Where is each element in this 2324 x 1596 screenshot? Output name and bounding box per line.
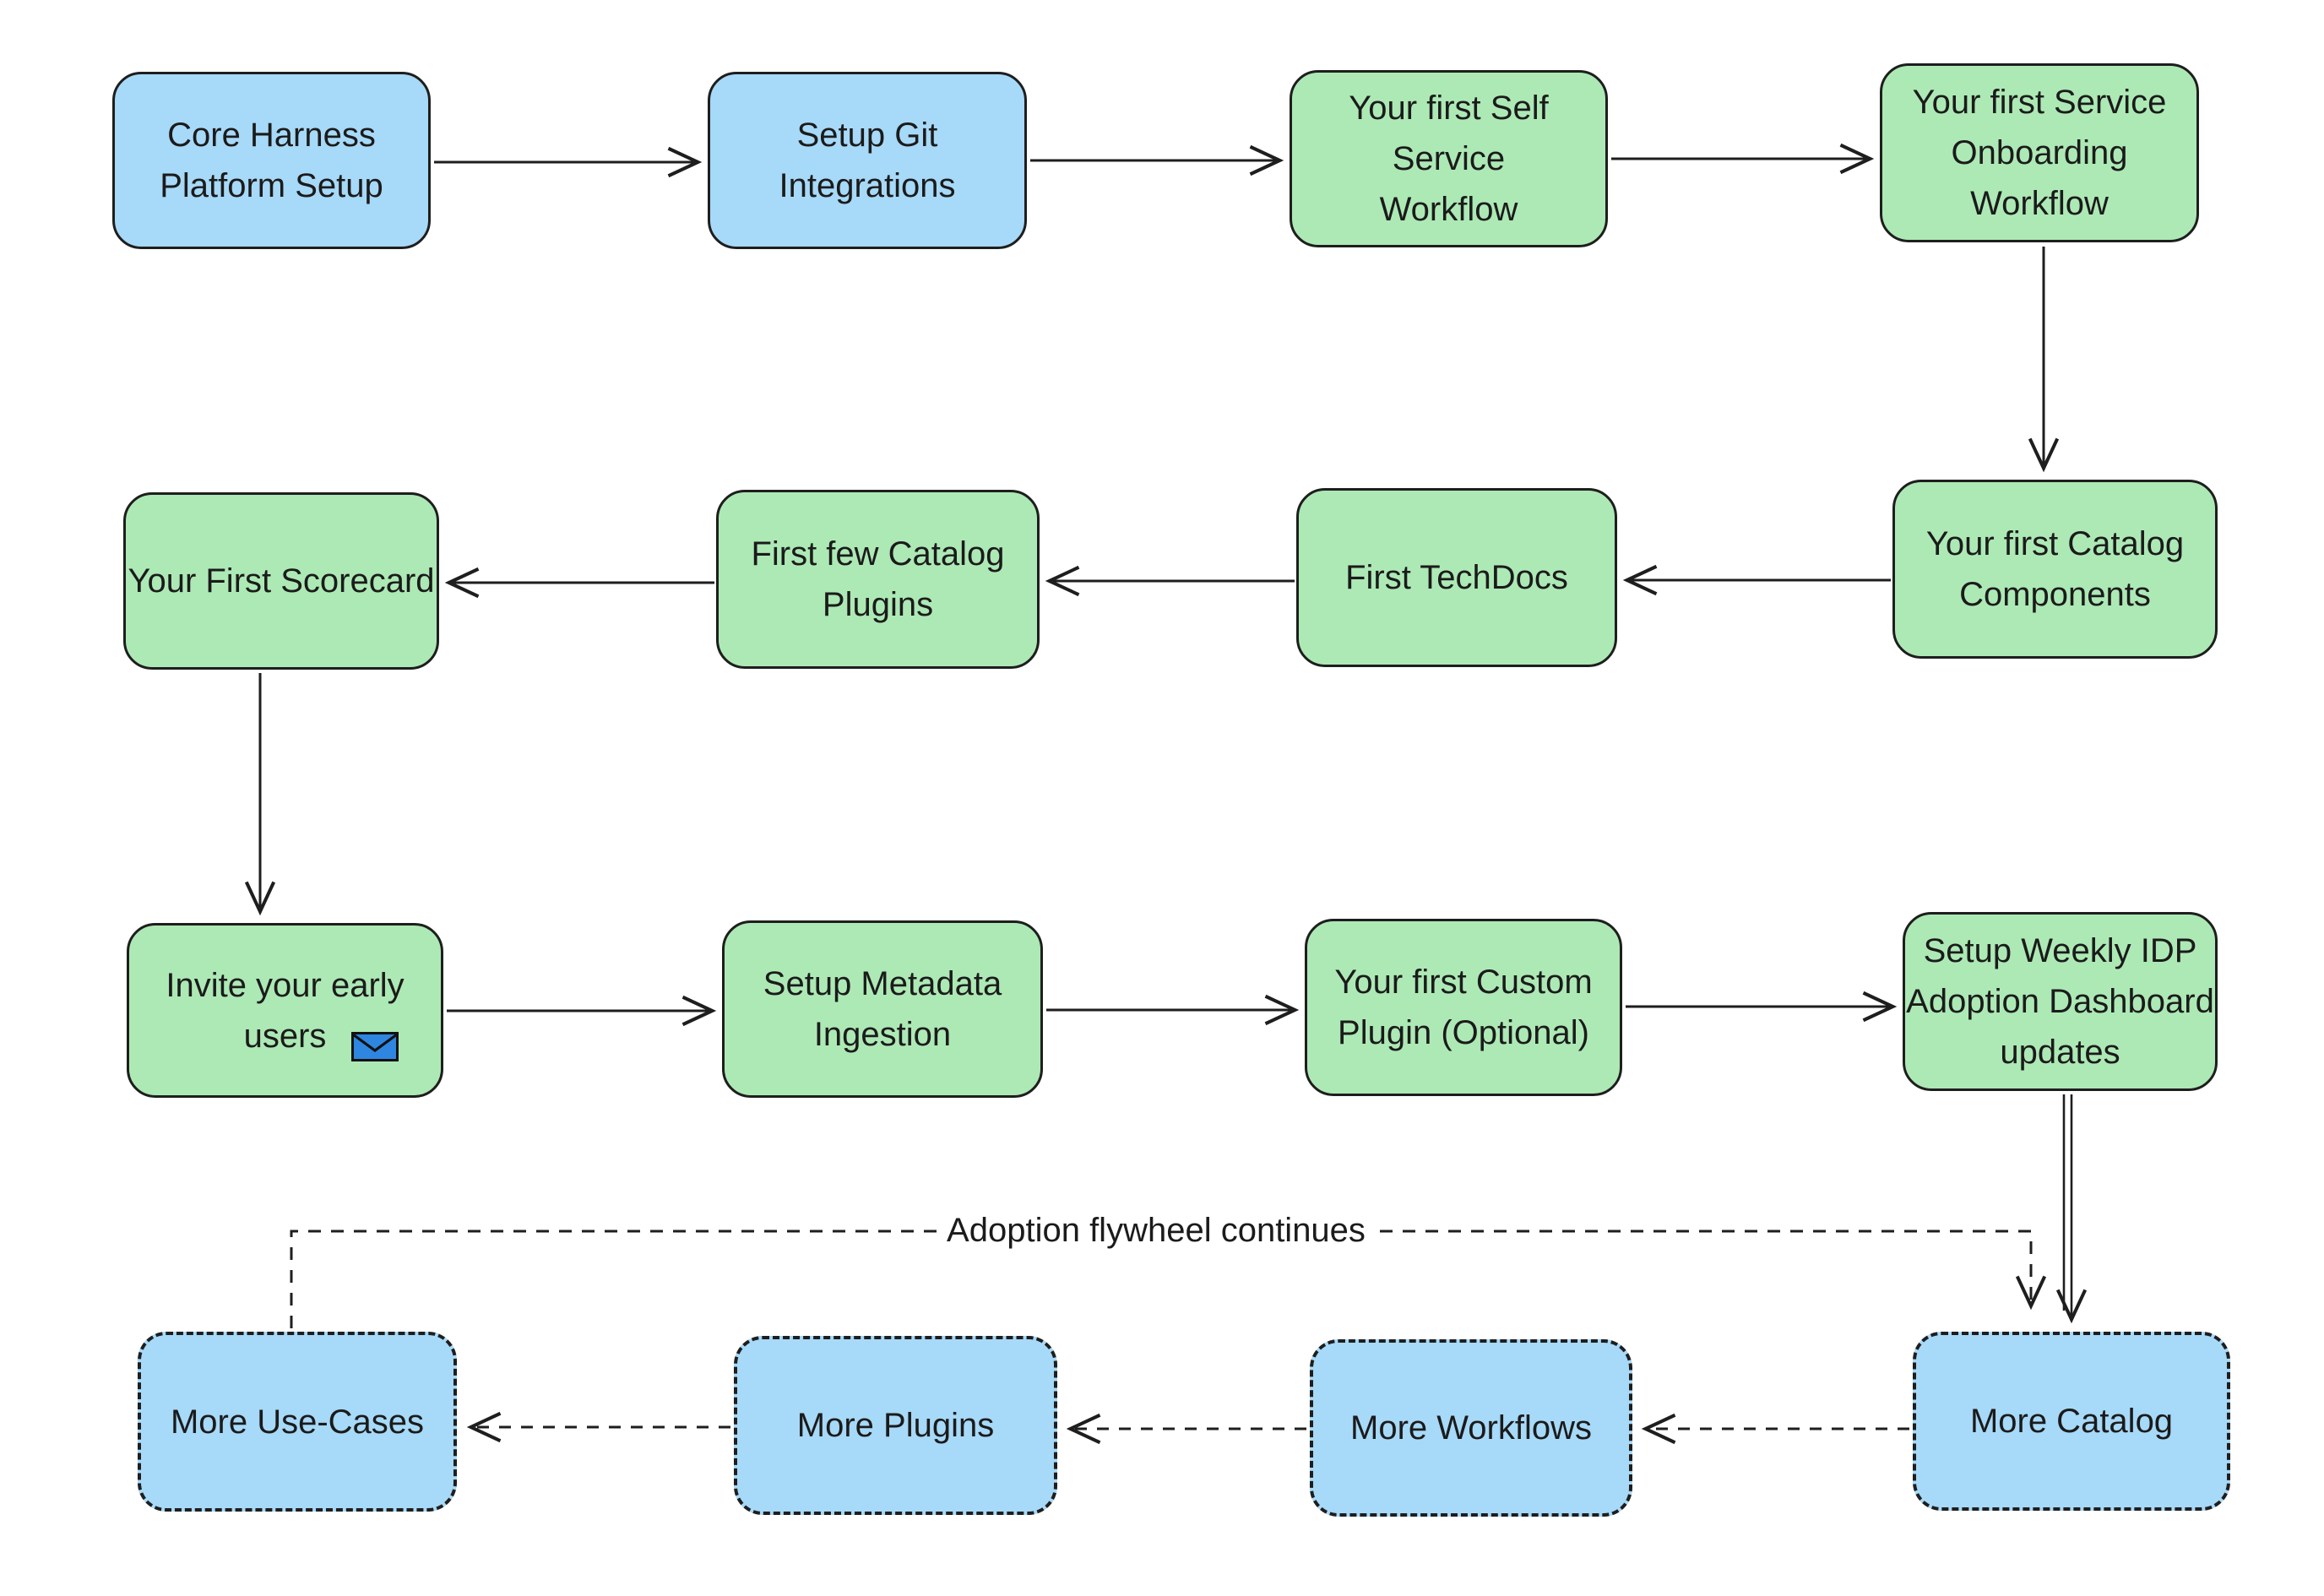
node-label: Your First Scorecard (128, 562, 435, 600)
node-setup-metadata-ingestion[interactable]: Setup Metadata Ingestion (722, 920, 1043, 1098)
node-label: More Plugins (796, 1407, 995, 1444)
node-label: Your first Catalog Components (1925, 525, 2185, 613)
node-first-techdocs[interactable]: First TechDocs (1296, 488, 1617, 667)
node-more-catalog[interactable]: More Catalog (1913, 1332, 2230, 1511)
node-your-first-scorecard[interactable]: Your First Scorecard (123, 492, 439, 670)
node-label: Setup Weekly IDP Adoption Dashboard upda… (1906, 932, 2214, 1071)
node-label: First TechDocs (1345, 559, 1568, 596)
node-label: More Catalog (1969, 1403, 2174, 1440)
node-more-use-cases[interactable]: More Use-Cases (138, 1332, 457, 1512)
node-invite-your-early-users[interactable]: Invite your early users (127, 923, 443, 1098)
node-first-catalog-components[interactable]: Your first Catalog Components (1892, 480, 2218, 659)
node-core-harness-platform-setup[interactable]: Core Harness Platform Setup (112, 72, 431, 249)
node-label: Setup Git Integrations (779, 117, 956, 204)
node-label: Core Harness Platform Setup (160, 117, 383, 204)
node-label: Your first Self Service Workflow (1349, 90, 1549, 228)
node-label: More Use-Cases (170, 1403, 425, 1441)
node-setup-weekly-idp-dashboard[interactable]: Setup Weekly IDP Adoption Dashboard upda… (1903, 912, 2218, 1091)
node-label: Your first Custom Plugin (Optional) (1334, 964, 1593, 1051)
envelope-icon (350, 1031, 399, 1061)
node-label: More Workflows (1350, 1409, 1592, 1447)
node-first-custom-plugin[interactable]: Your first Custom Plugin (Optional) (1305, 919, 1622, 1096)
node-label: Setup Metadata Ingestion (763, 965, 1002, 1053)
node-first-few-catalog-plugins[interactable]: First few Catalog Plugins (716, 490, 1040, 669)
node-label: First few Catalog Plugins (751, 535, 1005, 623)
node-label: Invite your early users (166, 966, 405, 1055)
node-more-plugins[interactable]: More Plugins (734, 1336, 1057, 1515)
node-setup-git-integrations[interactable]: Setup Git Integrations (708, 72, 1027, 249)
node-first-self-service-workflow[interactable]: Your first Self Service Workflow (1290, 70, 1608, 247)
arrow-weeklydashboard-to-morecatalog (2055, 1094, 2088, 1324)
flywheel-annotation: Adoption flywheel continues (939, 1204, 1373, 1257)
node-first-service-onboarding-workflow[interactable]: Your first Service Onboarding Workflow (1880, 63, 2199, 242)
node-more-workflows[interactable]: More Workflows (1310, 1339, 1632, 1517)
node-label: Your first Service Onboarding Workflow (1912, 84, 2167, 222)
